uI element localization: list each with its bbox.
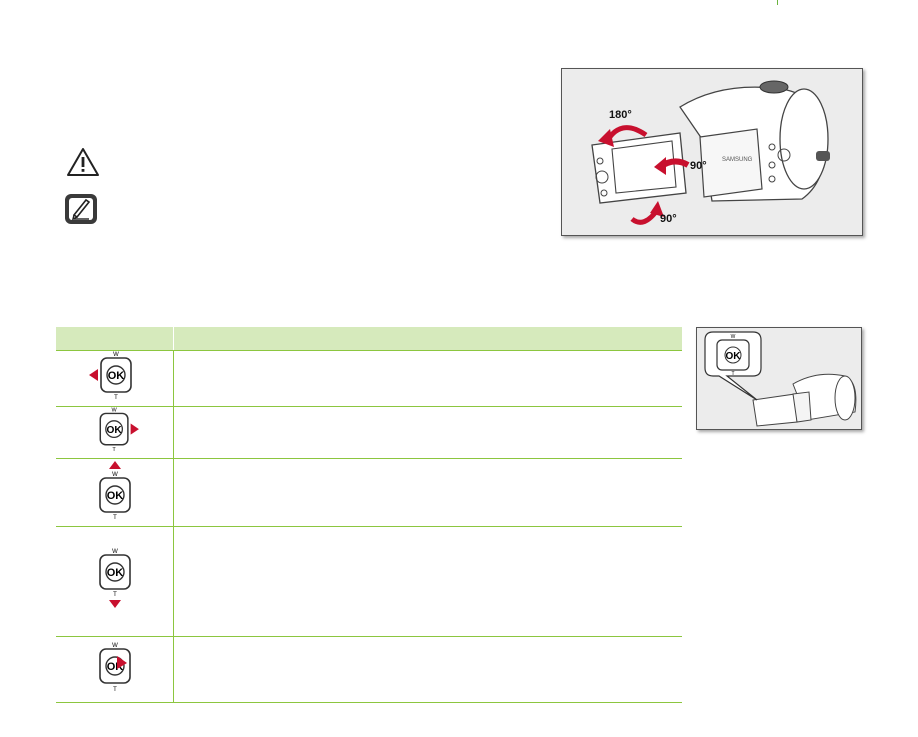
small-t-label: T: [731, 371, 734, 377]
ok-button-center-icon: OK W T: [98, 643, 131, 693]
button-cell: OK W T: [56, 636, 174, 703]
t-label: T: [114, 395, 118, 401]
ok-label: OK: [106, 425, 122, 436]
w-label: W: [111, 408, 117, 414]
button-cell: OK W T: [56, 406, 174, 459]
camcorder-lcd-rotation-figure: SAMSUNG 180° 90° 90°: [561, 68, 863, 236]
rotate-90-fold-label: 90°: [690, 160, 707, 172]
rotate-180-label: 180°: [609, 109, 632, 121]
top-rule: [0, 0, 918, 5]
ok-button-right-icon: OK W T: [99, 408, 139, 453]
w-label: W: [112, 643, 118, 649]
table-row: OK W T: [56, 526, 682, 637]
ok-label: OK: [106, 567, 123, 579]
brand-label: SAMSUNG: [722, 157, 753, 163]
button-cell: OK W T: [56, 526, 174, 637]
button-cell: OK W T: [56, 458, 174, 527]
caution-triangle-icon: [67, 148, 99, 176]
small-ok-label: OK: [726, 351, 742, 362]
t-label: T: [113, 592, 117, 598]
note-pencil-icon: [65, 194, 97, 224]
description-cell: [173, 636, 682, 703]
small-w-label: W: [731, 334, 736, 340]
table-row: OK W T: [56, 406, 682, 459]
camcorder-control-location-figure: OK W T: [696, 327, 862, 430]
header-button-col: [56, 327, 174, 351]
header-description-col: [173, 327, 682, 351]
description-cell: [173, 350, 682, 407]
camcorder-small-illustration: OK W T: [704, 331, 857, 427]
description-cell: [173, 406, 682, 459]
table-row: OK W T: [56, 636, 682, 703]
t-label: T: [113, 687, 117, 693]
w-label: W: [112, 549, 118, 555]
description-cell: [173, 526, 682, 637]
t-label: T: [112, 447, 116, 453]
camcorder-illustration: SAMSUNG: [591, 80, 830, 225]
button-cell: OK W T: [56, 350, 174, 407]
ok-button-down-icon: OK W T: [98, 549, 131, 608]
ok-label: OK: [106, 490, 123, 502]
description-cell: [173, 458, 682, 527]
w-label: W: [112, 472, 118, 478]
w-label: W: [113, 352, 119, 358]
control-button-table: OK W T OK W T: [56, 327, 682, 703]
ok-button-up-icon: OK W T: [98, 461, 131, 521]
table-row: OK W T: [56, 458, 682, 527]
table-header-row: [56, 327, 682, 351]
top-rule-tick: [777, 0, 778, 5]
ok-label: OK: [107, 370, 124, 382]
ok-button-left-icon: OK W T: [88, 352, 132, 401]
table-row: OK W T: [56, 350, 682, 407]
t-label: T: [113, 515, 117, 521]
rotate-90-down-label: 90°: [660, 213, 677, 225]
